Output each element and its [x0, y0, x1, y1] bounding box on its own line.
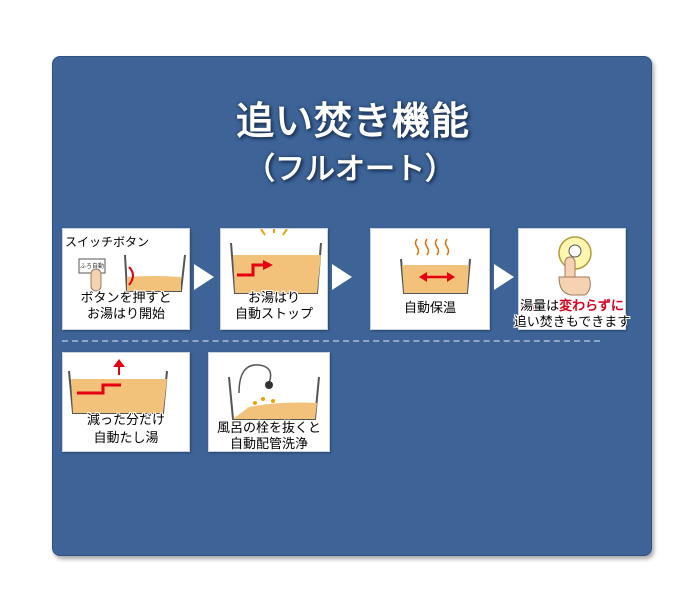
reheat-badge: 追いだき	[522, 305, 543, 311]
extra-card-top-up: 減った分だけ 自動たし湯	[62, 352, 190, 452]
step2-caption-2: 自動ストップ	[234, 307, 313, 322]
bathtub-topup-icon	[68, 359, 168, 414]
reheat-button-icon	[521, 236, 592, 311]
step4-caption-2: 追い焚きもできます	[513, 315, 631, 330]
arrow-right-icon	[330, 262, 354, 296]
bathtub-full-icon	[230, 229, 322, 294]
bathtub-drain-icon	[228, 364, 320, 420]
step4-caption-1b: 変わらずに	[559, 299, 624, 314]
extra-card-pipe-clean: 風呂の栓を抜くと 自動配管洗浄	[208, 352, 330, 452]
step-card-reheat: 追いだき 湯量は変わらずに 追い焚きもできます	[514, 228, 630, 330]
extra2-caption-2: 自動配管洗浄	[229, 437, 308, 452]
section-divider	[62, 340, 600, 342]
extra1-caption-1: 減った分だけ	[86, 413, 165, 428]
extra2-caption-1: 風呂の栓を抜くと	[216, 421, 321, 436]
arrow-right-icon	[492, 262, 516, 296]
button-tag: ふろ自動	[80, 263, 105, 270]
step4-caption-1a: 湯量は	[520, 299, 560, 314]
step3-caption: 自動保温	[403, 301, 456, 316]
step-card-keep-warm: 自動保温	[370, 228, 490, 330]
step2-caption-1: お湯はり	[247, 291, 300, 306]
page-subtitle: （フルオート）	[245, 152, 455, 187]
switch-label: スイッチボタン	[65, 235, 150, 249]
bathtub-button-icon	[78, 254, 186, 292]
step1-caption-1: ボタンを押すと	[80, 291, 172, 306]
step-card-fill-stop: お湯はり 自動ストップ	[220, 228, 328, 330]
bathtub-warm-icon	[400, 238, 471, 294]
step4-caption-1: 湯量は変わらずに	[519, 299, 625, 315]
arrow-right-icon	[192, 262, 216, 296]
step-card-switch: スイッチボタン ふろ自動 ボタンを押すと お湯はり開始	[62, 228, 190, 330]
extra1-caption-2: 自動たし湯	[93, 431, 159, 446]
step1-caption-2: お湯はり開始	[86, 307, 165, 322]
page-title: 追い焚き機能	[235, 99, 470, 143]
